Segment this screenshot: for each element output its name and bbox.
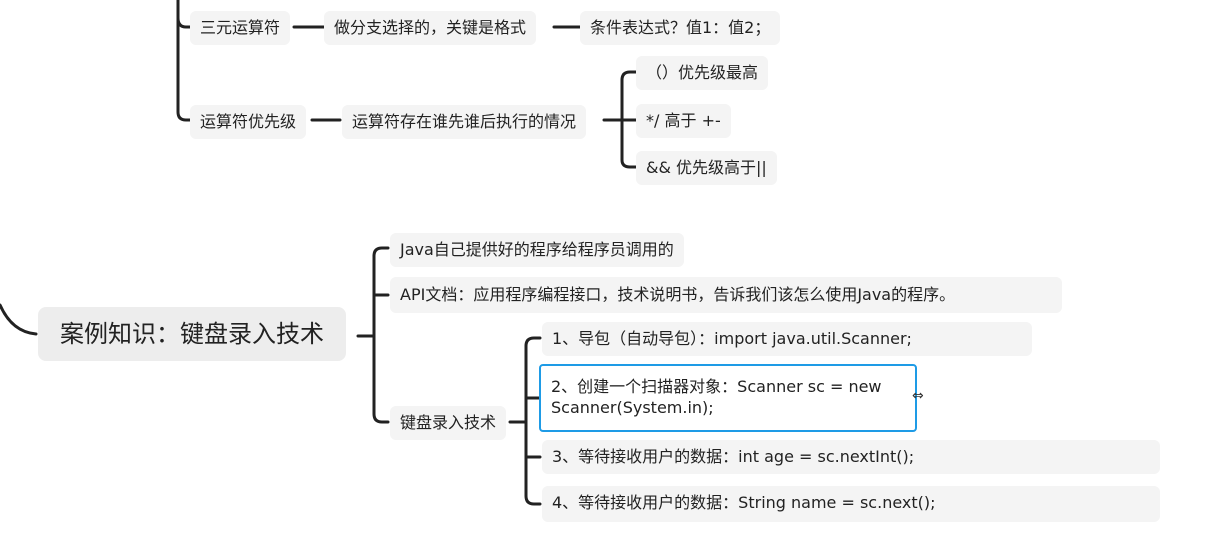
step-read-int[interactable]: 3、等待接收用户的数据：int age = sc.nextInt();	[542, 440, 1160, 474]
branch-api-docs[interactable]: API文档：应用程序编程接口，技术说明书，告诉我们该怎么使用Java的程序。	[390, 277, 1062, 313]
branch-java-provided-programs[interactable]: Java自己提供好的程序给程序员调用的	[390, 233, 684, 267]
precedence-item-logical-and[interactable]: && 优先级高于||	[636, 151, 777, 185]
ternary-description-node[interactable]: 做分支选择的，关键是格式	[324, 11, 537, 45]
ternary-operator-node[interactable]: 三元运算符	[190, 11, 291, 45]
step-read-string[interactable]: 4、等待接收用户的数据：String name = sc.next();	[542, 486, 1160, 522]
precedence-item-parentheses[interactable]: （）优先级最高	[636, 56, 769, 90]
resize-horizontal-icon: ⇔	[912, 388, 924, 404]
operator-precedence-node[interactable]: 运算符优先级	[190, 105, 307, 139]
step-create-scanner-selected[interactable]: 2、创建一个扫描器对象：Scanner sc = new Scanner(Sys…	[539, 364, 917, 432]
precedence-item-multiply-divide[interactable]: */ 高于 +-	[636, 104, 731, 138]
precedence-description-node[interactable]: 运算符存在谁先谁后执行的情况	[342, 105, 587, 139]
step-import-package[interactable]: 1、导包（自动导包）：import java.util.Scanner;	[542, 322, 1032, 356]
branch-keyboard-input[interactable]: 键盘录入技术	[390, 406, 507, 440]
root-topic-keyboard-input[interactable]: 案例知识：键盘录入技术	[38, 307, 346, 361]
ternary-format-node[interactable]: 条件表达式？值1：值2；	[580, 11, 781, 45]
